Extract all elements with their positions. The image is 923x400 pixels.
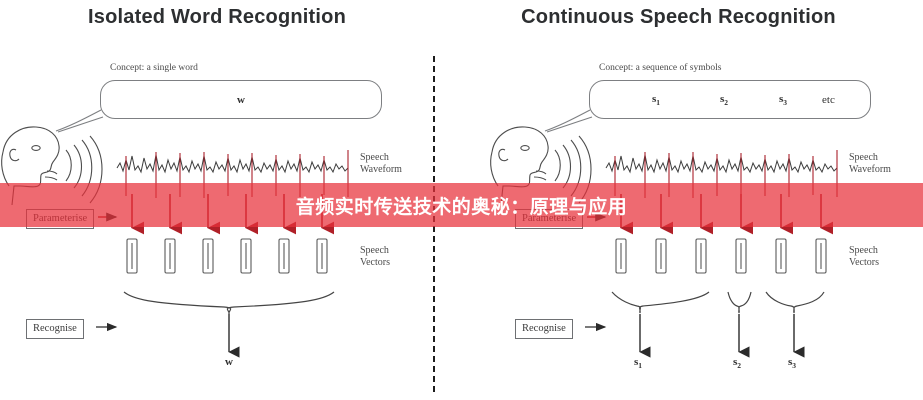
- panel-continuous-speech: Continuous Speech Recognition Concept: a…: [434, 0, 923, 400]
- vectors-label-left: Speech Vectors: [360, 245, 390, 268]
- panel-title-continuous-speech: Continuous Speech Recognition: [521, 6, 836, 28]
- bubble-symbol-w: w: [237, 94, 245, 106]
- output-base: s: [634, 356, 639, 368]
- output-label-s2: s2: [733, 356, 741, 370]
- waveform-label-right: Speech Waveform: [849, 152, 891, 175]
- recognise-box-left[interactable]: Recognise: [26, 319, 84, 339]
- symbol-base: w: [237, 93, 245, 106]
- output-label-w: w: [225, 356, 233, 368]
- output-sub: 3: [792, 361, 797, 371]
- output-base: s: [733, 356, 738, 368]
- output-label-s1: s1: [634, 356, 642, 370]
- symbol-base: s: [720, 92, 725, 105]
- bubble-symbol-s2: s2: [720, 92, 728, 106]
- panel-title-isolated-word: Isolated Word Recognition: [88, 6, 346, 28]
- waveform-label-left: Speech Waveform: [360, 152, 402, 175]
- bubble-symbol-s3: s3: [779, 92, 787, 106]
- concept-bubble-left: w: [100, 80, 382, 119]
- bubble-symbol-s1: s1: [652, 92, 660, 106]
- output-label-s3: s3: [788, 356, 796, 370]
- recognise-box-right[interactable]: Recognise: [515, 319, 573, 339]
- symbol-base: etc: [822, 93, 835, 106]
- output-base: s: [788, 356, 793, 368]
- symbol-base: s: [652, 92, 657, 105]
- output-sub: 1: [638, 361, 643, 371]
- symbol-sub: 3: [783, 97, 788, 107]
- output-base: w: [225, 356, 233, 368]
- vectors-label-right: Speech Vectors: [849, 245, 879, 268]
- concept-caption-left: Concept: a single word: [110, 63, 198, 73]
- output-sub: 2: [737, 361, 742, 371]
- concept-caption-right: Concept: a sequence of symbols: [599, 63, 722, 73]
- banner-title-text: 音频实时传送技术的奥秘：原理与应用: [295, 196, 628, 218]
- concept-bubble-right: s1 s2 s3 etc: [589, 80, 871, 119]
- symbol-base: s: [779, 92, 784, 105]
- bubble-symbol-etc: etc: [822, 94, 835, 106]
- symbol-sub: 2: [724, 97, 729, 107]
- symbol-sub: 1: [656, 97, 661, 107]
- overlay-banner: 音频实时传送技术的奥秘：原理与应用: [0, 183, 923, 227]
